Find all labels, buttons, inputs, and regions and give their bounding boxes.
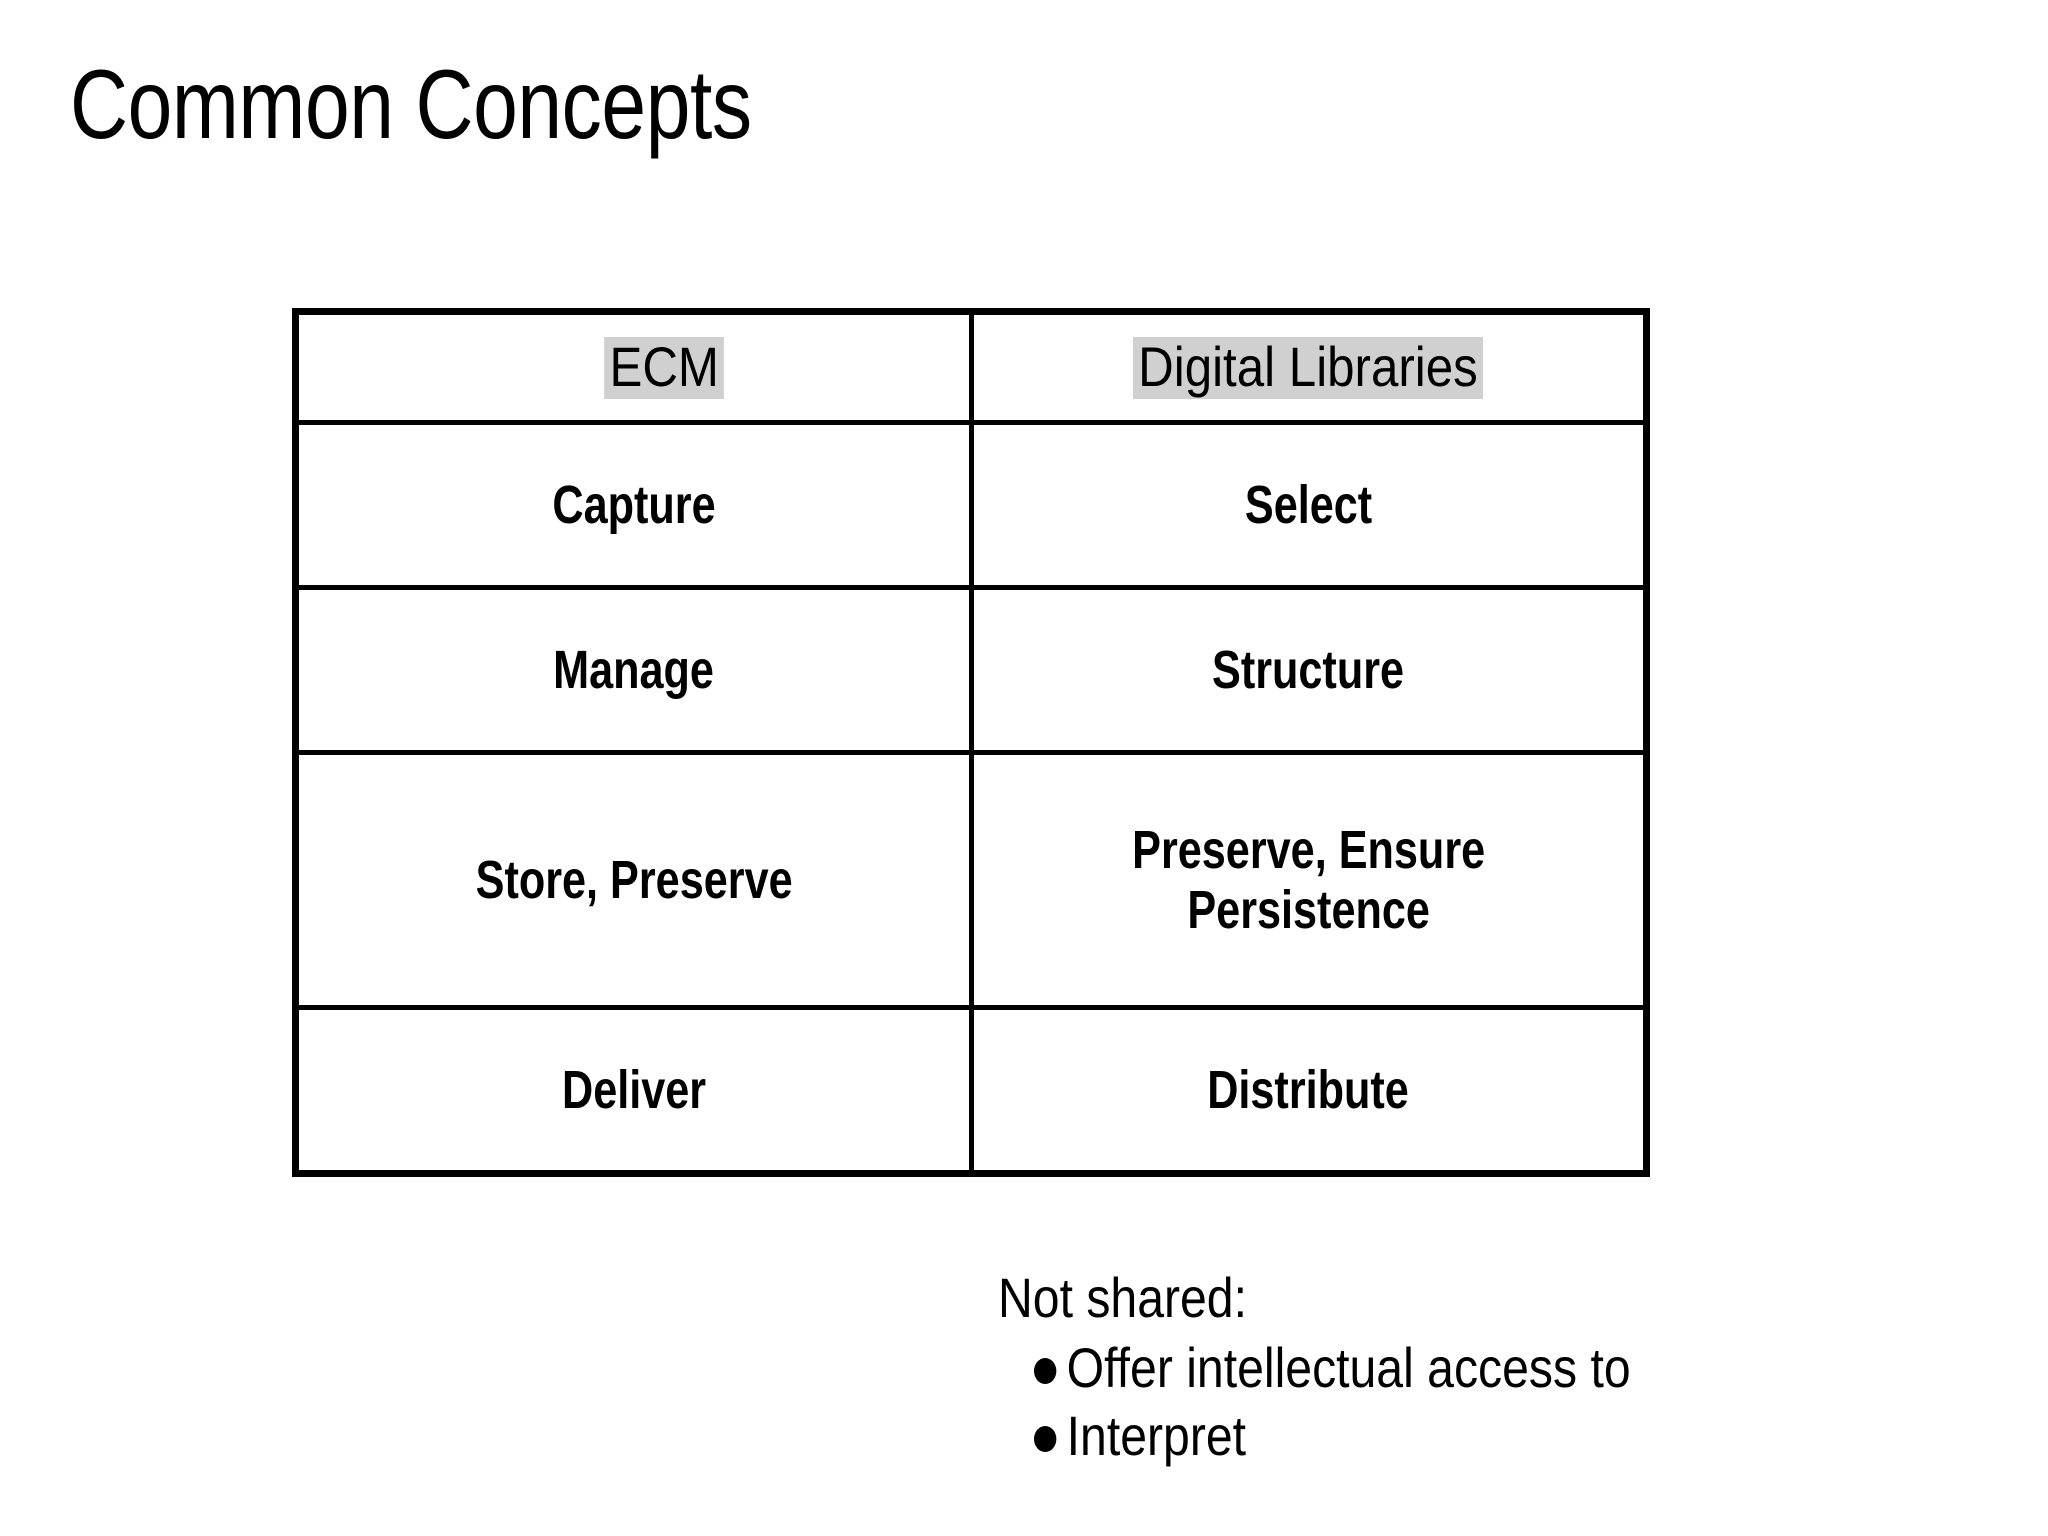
column-header-ecm-label: ECM xyxy=(603,336,724,399)
cell-dl-structure: Structure xyxy=(968,585,1649,755)
table-row: Store, Preserve Preserve, Ensure Persist… xyxy=(293,750,1649,1010)
cell-dl-distribute: Distribute xyxy=(968,1005,1649,1176)
cell-text: Select xyxy=(1244,474,1372,535)
list-item: Offer intellectual access to xyxy=(1034,1340,1728,1396)
cell-text: Capture xyxy=(552,474,716,535)
table-row: Manage Structure xyxy=(293,585,1649,755)
table-header: ECM Digital Libraries xyxy=(293,309,1649,425)
table-header-row: ECM Digital Libraries xyxy=(293,309,1649,425)
bullet-dot-icon xyxy=(1034,1357,1057,1384)
cell-text: Manage xyxy=(553,639,715,700)
list-item-label: Offer intellectual access to xyxy=(1066,1336,1631,1399)
concept-comparison-table: ECM Digital Libraries Capture Select xyxy=(292,308,1650,1177)
table-row: Deliver Distribute xyxy=(293,1005,1649,1176)
cell-text: Store, Preserve xyxy=(475,849,793,910)
concept-table-container: ECM Digital Libraries Capture Select xyxy=(292,308,1650,1177)
not-shared-heading: Not shared: xyxy=(998,1266,1247,1329)
column-header-ecm: ECM xyxy=(293,309,974,425)
cell-text: Distribute xyxy=(1207,1059,1410,1120)
cell-text: Structure xyxy=(1212,639,1405,700)
list-item-label: Interpret xyxy=(1066,1404,1247,1467)
cell-text: Deliver xyxy=(561,1059,706,1120)
bullet-row: Offer intellectual access to xyxy=(1034,1340,1631,1396)
page-title: Common Concepts xyxy=(70,49,752,159)
not-shared-block: Not shared: Offer intellectual access to… xyxy=(998,1270,1728,1476)
column-header-digital-libraries: Digital Libraries xyxy=(968,309,1649,425)
table-row: Capture Select xyxy=(293,420,1649,590)
table-body: Capture Select Manage Structure xyxy=(293,420,1649,1176)
cell-ecm-capture: Capture xyxy=(293,420,974,590)
cell-ecm-store-preserve: Store, Preserve xyxy=(293,750,974,1010)
list-item: Interpret xyxy=(1034,1408,1728,1464)
cell-dl-preserve-ensure-persistence: Preserve, Ensure Persistence xyxy=(968,750,1649,1010)
column-header-digital-libraries-label: Digital Libraries xyxy=(1133,336,1484,399)
cell-text: Preserve, Ensure Persistence xyxy=(1131,819,1485,940)
cell-ecm-deliver: Deliver xyxy=(293,1005,974,1176)
cell-ecm-manage: Manage xyxy=(293,585,974,755)
bullet-row: Interpret xyxy=(1034,1408,1246,1464)
not-shared-list: Offer intellectual access to Interpret xyxy=(998,1340,1728,1464)
bullet-dot-icon xyxy=(1034,1425,1057,1452)
cell-dl-select: Select xyxy=(968,420,1649,590)
